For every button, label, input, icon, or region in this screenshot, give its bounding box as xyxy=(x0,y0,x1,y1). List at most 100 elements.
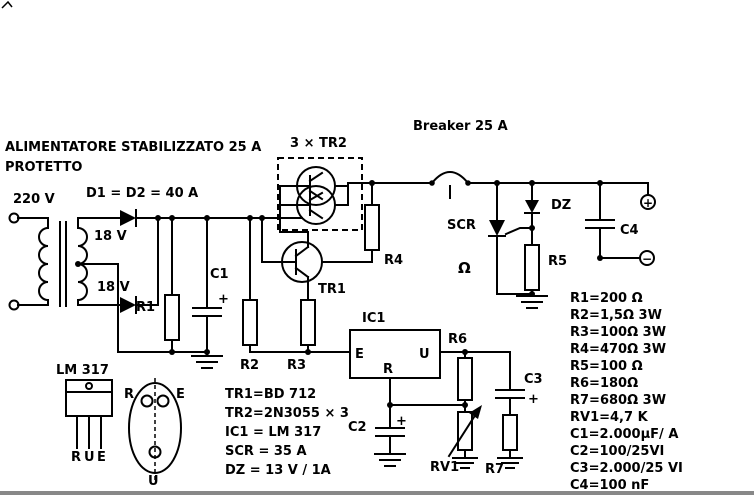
c2-label: C2 xyxy=(348,420,367,435)
capacitor-c2 xyxy=(374,404,406,467)
primary-coil xyxy=(38,226,50,302)
to3-case-hole xyxy=(148,445,162,459)
component-list: TR1=BD 712 TR2=2N3055 × 3 IC1 = LM 317 S… xyxy=(225,387,349,478)
component-list-item: SCR = 35 A xyxy=(225,444,307,459)
to220-pin-e: E xyxy=(97,450,106,465)
transistor-tr1 xyxy=(261,217,323,283)
ic1-pin-e: E xyxy=(355,347,364,362)
to3-pin-hole-left xyxy=(140,394,154,408)
scr-gate-wire xyxy=(504,227,533,236)
r6-label: R6 xyxy=(448,332,467,347)
ic1-regulator xyxy=(349,329,511,406)
ground-symbol-rv1 xyxy=(452,457,478,469)
diode-d1 xyxy=(120,210,136,226)
component-list-item: IC1 = LM 317 xyxy=(225,425,321,440)
secondary-top-voltage-label: 18 V xyxy=(94,229,127,244)
to220-pin-u: U xyxy=(84,450,95,465)
scr-symbol xyxy=(488,182,533,295)
c4-label: C4 xyxy=(620,223,639,238)
breaker-label: Breaker 25 A xyxy=(413,119,508,134)
tr2-group-label: 3 × TR2 xyxy=(290,136,347,151)
values-list-item: C4=100 nF xyxy=(570,478,649,491)
resistor-r4 xyxy=(321,182,380,263)
values-list-item: RV1=4,7 K xyxy=(570,410,649,425)
resistor-r3 xyxy=(300,276,316,353)
to3-package-drawing xyxy=(128,378,182,482)
values-list-item: R4=470Ω 3W xyxy=(570,342,666,357)
output-rail xyxy=(347,171,649,199)
potentiometer-rv1 xyxy=(447,405,482,469)
page-title-line1: ALIMENTATORE STABILIZZATO 25 A xyxy=(5,140,261,155)
transformer-symbol xyxy=(8,212,88,311)
to3-pin-r: R xyxy=(124,387,134,402)
resistor-r1 xyxy=(164,217,180,353)
negative-terminal-icon: − xyxy=(639,250,655,266)
resistor-r5 xyxy=(516,244,548,309)
values-list-item: C1=2.000µF/ A xyxy=(570,427,678,442)
capacitor-c4 xyxy=(585,182,641,259)
tr1-label: TR1 xyxy=(318,282,346,297)
c2-polarity: + xyxy=(396,414,407,429)
page-title-line2: PROTETTO xyxy=(5,160,82,175)
r4-label: R4 xyxy=(384,253,403,268)
component-list-item: DZ = 13 V / 1A xyxy=(225,463,331,478)
ground-symbol-r5 xyxy=(516,295,548,309)
ic1-output-wire xyxy=(439,351,511,391)
breaker-symbol xyxy=(430,171,470,185)
values-list-item: R7=680Ω 3W xyxy=(570,393,666,408)
positive-terminal-icon: + xyxy=(640,194,656,210)
values-list-item: R3=100Ω 3W xyxy=(570,325,666,340)
r7-label: R7 xyxy=(485,462,504,477)
values-list: R1=200 Ω R2=1,5Ω 3W R3=100Ω 3W R4=470Ω 3… xyxy=(570,291,683,493)
to3-pin-u: U xyxy=(148,474,159,489)
corner-artifact xyxy=(1,0,13,9)
r1-label: R1 xyxy=(136,300,155,315)
values-list-item: R6=180Ω xyxy=(570,376,638,391)
values-list-item: R1=200 Ω xyxy=(570,291,643,306)
rectifier-section xyxy=(77,209,303,353)
to220-pin-r: R xyxy=(71,450,81,465)
lm317-package-title: LM 317 xyxy=(56,363,109,378)
positive-terminal-sign: + xyxy=(643,196,653,210)
diode-d2 xyxy=(120,297,136,313)
c1-polarity: + xyxy=(218,292,229,307)
to220-package-drawing xyxy=(65,379,113,449)
diode-note-label: D1 = D2 = 40 A xyxy=(86,186,198,201)
c3-label: C3 xyxy=(524,372,543,387)
c3-polarity: + xyxy=(528,392,539,407)
to3-pin-e: E xyxy=(176,387,185,402)
c1-label: C1 xyxy=(210,267,229,282)
ground-symbol-r7 xyxy=(497,457,523,469)
r5-label: R5 xyxy=(548,254,567,269)
negative-terminal-sign: − xyxy=(642,252,652,266)
values-list-item: C2=100/25VI xyxy=(570,444,664,459)
rv1-label: RV1 xyxy=(430,460,459,475)
scr-label: SCR xyxy=(447,218,476,233)
junction-dots xyxy=(75,180,603,408)
resistor-r2 xyxy=(242,217,351,353)
ic1-adjust-wire xyxy=(389,377,466,406)
ic1-pin-r: R xyxy=(383,362,393,377)
component-list-item: TR1=BD 712 xyxy=(225,387,316,402)
transformer-core xyxy=(59,221,67,307)
secondary-bottom-voltage-label: 18 V xyxy=(97,280,130,295)
tr2-dashed-box xyxy=(277,157,363,231)
to3-pin-hole-right xyxy=(156,394,170,408)
rv1-wiper-arrow xyxy=(469,405,482,419)
ohm-symbol: Ω xyxy=(458,259,471,277)
ic1-label: IC1 xyxy=(362,311,385,326)
resistor-r7 xyxy=(497,414,523,469)
ground-symbol-c2 xyxy=(374,453,406,467)
ic1-pin-u: U xyxy=(419,347,430,362)
transistor-group-tr2 xyxy=(277,157,363,233)
values-list-item: R5=100 Ω xyxy=(570,359,643,374)
center-tap-wire xyxy=(77,263,208,353)
r2-label: R2 xyxy=(240,358,259,373)
to220-mounting-hole xyxy=(85,382,93,390)
values-list-item: C3=2.000/25 VI xyxy=(570,461,683,476)
to220-legs xyxy=(76,415,102,449)
r3-label: R3 xyxy=(287,358,306,373)
capacitor-c3 xyxy=(495,389,525,416)
